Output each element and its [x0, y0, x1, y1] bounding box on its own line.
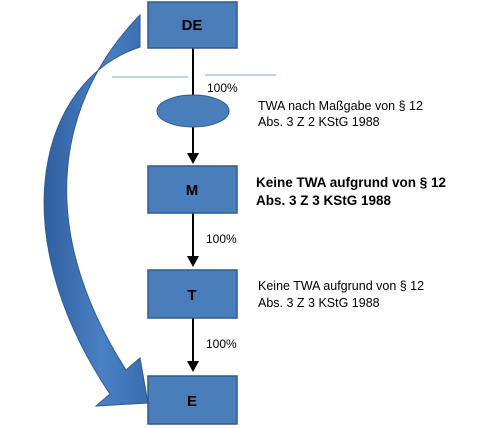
node-box-de — [147, 1, 238, 49]
intermediate-ellipse — [156, 94, 230, 128]
note-ellipse-line-1: TWA nach Maßgabe von § 12 — [258, 99, 423, 113]
curved-arrow-icon — [43, 13, 149, 407]
note-t-line-1: Keine TWA aufgrund von § 12 — [258, 279, 424, 293]
node-label-t: T — [187, 287, 196, 304]
node-label-de: DE — [182, 17, 203, 34]
node-box-t — [147, 269, 238, 319]
note-m-line-2: Abs. 3 Z 3 KStG 1988 — [256, 193, 392, 208]
arrowhead-icon — [187, 153, 199, 164]
note-ellipse-line-2: Abs. 3 Z 2 KStG 1988 — [258, 115, 380, 129]
arrowhead-icon — [187, 361, 199, 372]
note-t-line-2: Abs. 3 Z 3 KStG 1988 — [258, 296, 380, 310]
node-label-m: M — [186, 182, 199, 199]
connector-label-t-e: 100% — [206, 337, 237, 351]
node-label-e: E — [187, 393, 197, 410]
arrowhead-icon — [187, 256, 199, 267]
connector-label-de-m: 100% — [207, 81, 238, 95]
note-m-line-1: Keine TWA aufgrund von § 12 — [256, 175, 446, 190]
connector-label-m-t: 100% — [206, 232, 237, 246]
node-box-e — [147, 375, 238, 425]
node-box-m — [147, 165, 238, 214]
